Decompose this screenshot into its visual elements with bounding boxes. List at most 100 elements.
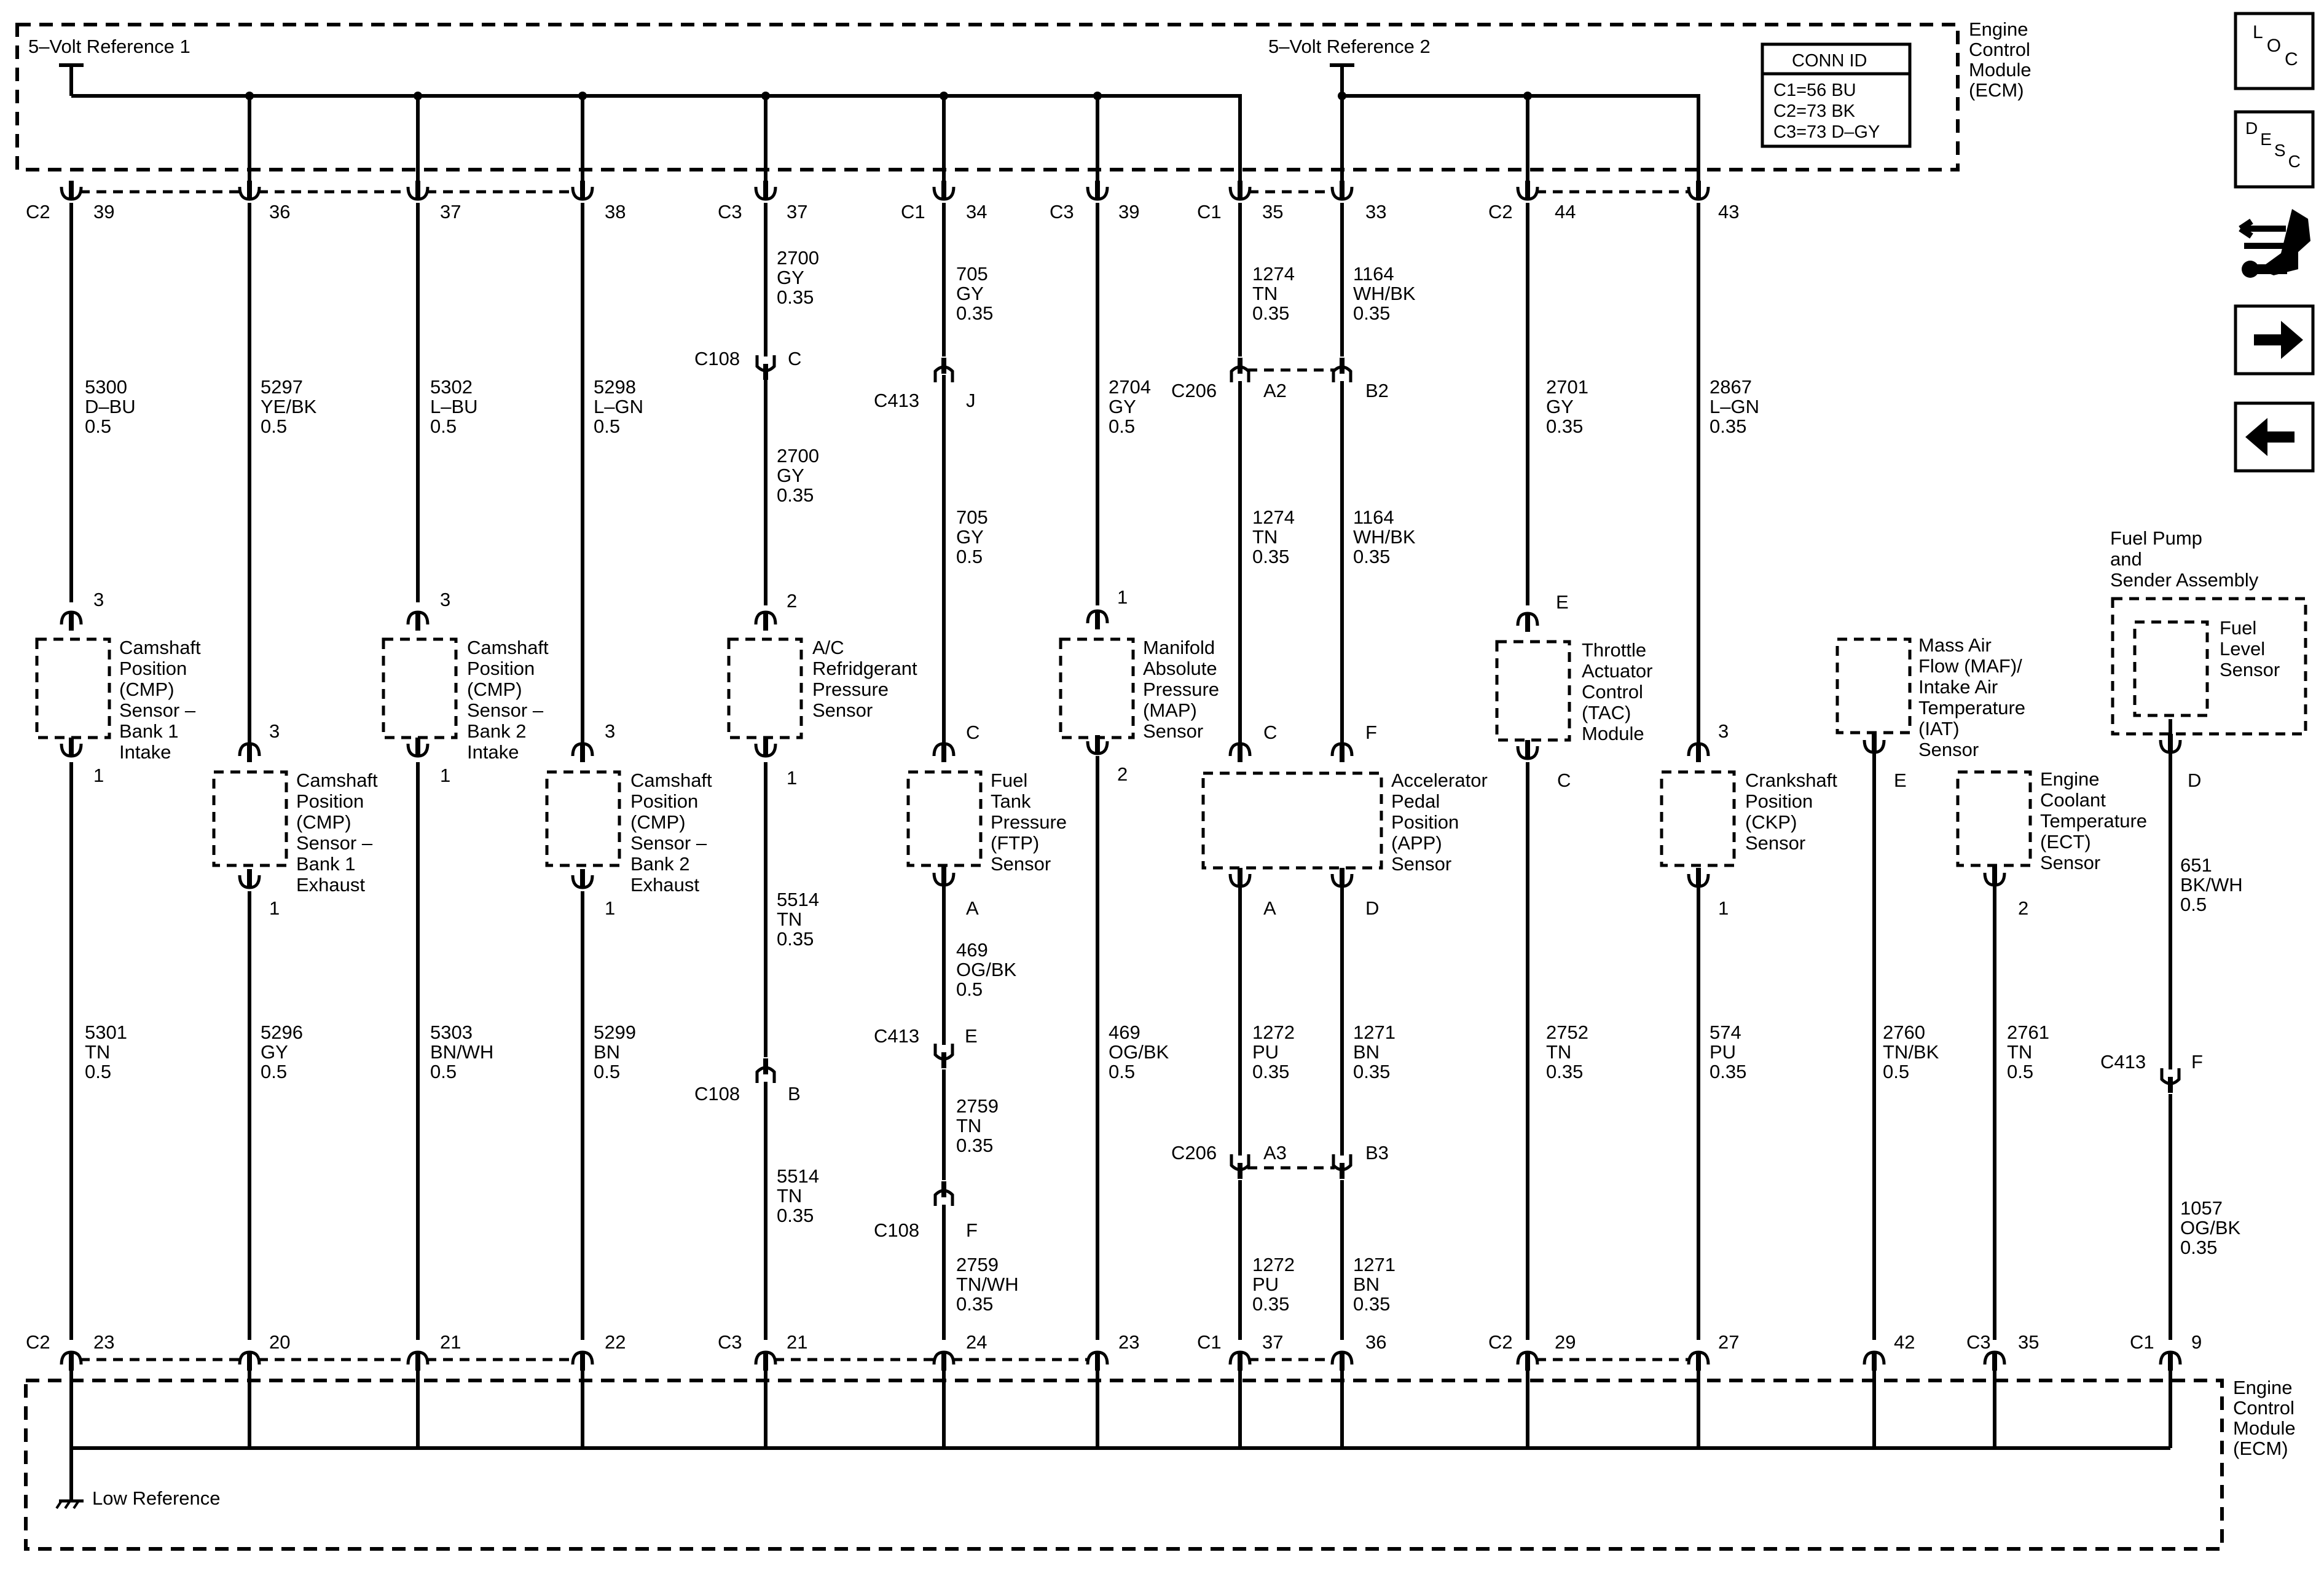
diagram-label: Sensor — [1143, 720, 1203, 742]
diagram-label: 2759 — [956, 1254, 999, 1275]
diagram-label: 36 — [1365, 1331, 1386, 1353]
diagram-label: Temperature — [1918, 697, 2025, 719]
next-button[interactable] — [2234, 304, 2315, 376]
ecm-bottom-box — [24, 1379, 2224, 1551]
low-ref-label: Low Reference — [92, 1487, 221, 1509]
diagram-label: BN — [594, 1041, 620, 1063]
diagram-label: 0.35 — [1353, 302, 1390, 324]
diagram-label: OG/BK — [2180, 1217, 2241, 1238]
diagram-label: C2 — [1488, 1331, 1513, 1353]
diagram-label: Position — [1391, 811, 1459, 833]
diagram-label: 5298 — [594, 376, 636, 398]
diagram-label: 2867 — [1710, 376, 1752, 398]
diagram-label: A3 — [1263, 1142, 1287, 1164]
diagram-label: C1 — [1197, 1331, 1222, 1353]
diagram-label: Position — [296, 790, 364, 812]
diagram-label: Exhaust — [630, 874, 699, 896]
diagram-label: Sensor – — [630, 832, 707, 854]
diagram-label: 0.35 — [777, 928, 814, 950]
diagram-label: 23 — [93, 1331, 114, 1353]
diagram-label: (ECT) — [2040, 831, 2091, 853]
circuit-wires — [69, 203, 2172, 1340]
diagram-label: Tank — [991, 790, 1031, 812]
loc-button[interactable]: LOC — [2234, 12, 2315, 90]
diagram-label: 20 — [269, 1331, 290, 1353]
diagram-label: 5300 — [85, 376, 127, 398]
diagram-label: (FTP) — [991, 832, 1039, 854]
diagram-label: Fuel Pump — [2110, 527, 2202, 549]
diagram-label: Control — [1582, 681, 1643, 703]
diagram-label: 37 — [787, 201, 807, 222]
diagram-label: A/C — [812, 637, 844, 658]
diagram-label: OG/BK — [1109, 1041, 1169, 1063]
diagram-label: Camshaft — [630, 770, 712, 791]
conn-id-line-1: C1=56 BU — [1773, 81, 1856, 100]
diagram-label: Module — [1582, 723, 1644, 744]
tools-button[interactable] — [2239, 209, 2310, 278]
diagram-label: 5297 — [261, 376, 303, 398]
diagram-label: Sensor — [991, 853, 1051, 875]
arrow-right-icon — [2254, 321, 2303, 359]
prev-button[interactable] — [2234, 401, 2315, 473]
conn-id-line-3: C3=73 D–GY — [1773, 122, 1880, 142]
diagram-label: Absolute — [1143, 658, 1217, 679]
diagram-label: C2 — [1488, 201, 1513, 222]
diagram-label: 27 — [1718, 1331, 1739, 1353]
diagram-label: 1271 — [1353, 1022, 1396, 1043]
diagram-label: 2701 — [1546, 376, 1588, 398]
diagram-label: PU — [1252, 1274, 1279, 1295]
diagram-label: (CMP) — [467, 679, 522, 700]
sensor-pins — [61, 611, 2180, 888]
diagram-label: Sensor – — [119, 699, 196, 721]
ref2-label: 5–Volt Reference 2 — [1268, 36, 1431, 57]
diagram-label: 0.35 — [956, 302, 993, 324]
conn-id-line-2: C2=73 BK — [1773, 101, 1856, 121]
diagram-label: (TAC) — [1582, 702, 1631, 723]
diagram-label: 0.5 — [85, 415, 111, 437]
diagram-label: Exhaust — [296, 874, 365, 896]
desc-button[interactable]: DESC — [2234, 110, 2315, 189]
diagram-label: A2 — [1263, 380, 1287, 401]
diagram-label: 3 — [93, 589, 104, 610]
diagram-label: Sensor – — [467, 699, 544, 721]
diagram-label: 2 — [2018, 897, 2028, 919]
diagram-label: 1 — [787, 767, 797, 789]
diagram-label: 651 — [2180, 854, 2212, 876]
diagram-label: 0.5 — [85, 1061, 111, 1082]
diagram-label: 0.5 — [1109, 1061, 1135, 1082]
diagram-label: 2 — [787, 590, 797, 612]
diagram-label: 5303 — [430, 1022, 473, 1043]
diagram-label: Fuel — [991, 770, 1027, 791]
diagram-label: C — [788, 348, 801, 369]
diagram-label: 1 — [93, 765, 104, 786]
diagram-label: Intake — [119, 741, 171, 763]
diagram-label: (MAP) — [1143, 699, 1197, 721]
diagram-label: B3 — [1365, 1142, 1389, 1164]
diagram-label: TN — [777, 908, 802, 930]
diagram-label: 0.35 — [956, 1135, 993, 1156]
diagram-label: 2760 — [1883, 1022, 1925, 1043]
diagram-label: Fuel — [2220, 617, 2256, 639]
loc-button-label: LOC — [2253, 22, 2298, 69]
diagram-label: Sender Assembly — [2110, 569, 2259, 591]
diagram-label: 1 — [1718, 897, 1729, 919]
diagram-label: OG/BK — [956, 959, 1017, 980]
diagram-label: F — [2191, 1051, 2203, 1073]
diagram-label: 34 — [966, 201, 987, 222]
diagram-label: 0.5 — [261, 415, 287, 437]
diagram-label: 5296 — [261, 1022, 303, 1043]
ref1-bus — [69, 65, 1242, 184]
diagram-label: 3 — [269, 720, 280, 742]
diagram-label: 0.5 — [594, 415, 620, 437]
conn-id-title: CONN ID — [1792, 51, 1867, 71]
diagram-label: 3 — [605, 720, 615, 742]
diagram-label: 0.5 — [430, 415, 457, 437]
diagram-label: Sensor — [812, 699, 873, 721]
diagram-label: 469 — [1109, 1022, 1140, 1043]
diagram-label: Sensor — [1918, 739, 1979, 760]
diagram-label: C108 — [694, 1083, 740, 1105]
diagram-label: 469 — [956, 939, 988, 961]
